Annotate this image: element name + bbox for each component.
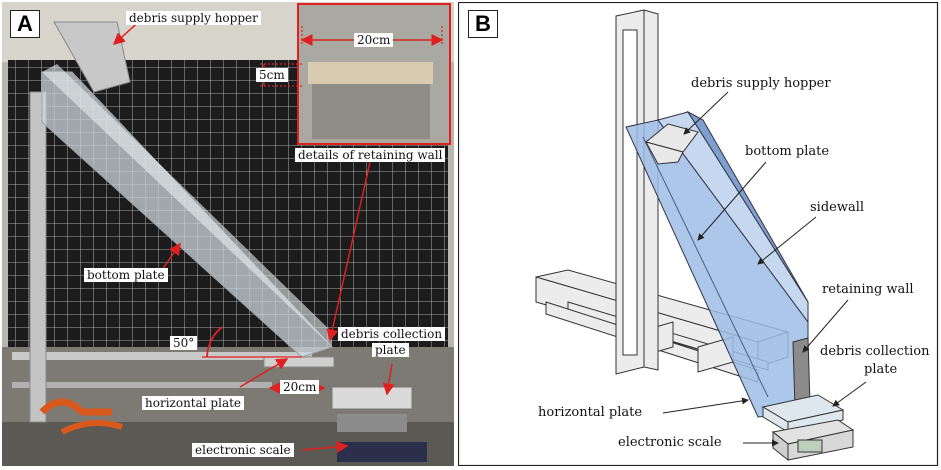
scale-b <box>771 419 855 462</box>
panel-b-letter: B <box>468 10 498 38</box>
label-bottom-plate-b: bottom plate <box>745 144 830 159</box>
panel-b-schematic: B debris supply hopper bottom plate side… <box>458 2 939 466</box>
label-sidewall: sidewall <box>810 200 865 215</box>
label-collection-a-2: plate <box>372 343 409 357</box>
label-scale-a: electronic scale <box>192 443 294 457</box>
hopper <box>53 21 131 93</box>
label-collection-a-1: debris collection <box>338 327 446 341</box>
panel-a-photo: A debris supply hopper 20cm 5cm details … <box>2 2 454 466</box>
vertical-post <box>29 91 47 423</box>
blue-chute <box>625 110 809 418</box>
label-angle: 50° <box>170 336 198 350</box>
scale-photo <box>337 442 427 462</box>
tall-frame <box>615 9 659 375</box>
label-scale-b: electronic scale <box>618 435 722 450</box>
label-width-20cm: 20cm <box>354 33 394 47</box>
label-bottom-plate-a: bottom plate <box>84 268 168 282</box>
label-horizontal-plate-a: horizontal plate <box>142 396 245 410</box>
label-collection-b-2: plate <box>864 362 898 377</box>
label-hopper-b: debris supply hopper <box>691 76 831 91</box>
label-collection-b-1: debris collection <box>820 344 930 359</box>
label-gap-20cm: 20cm <box>280 380 320 394</box>
label-horizontal-plate-b: horizontal plate <box>538 405 643 420</box>
label-retaining-detail: details of retaining wall <box>295 148 446 162</box>
panel-a-letter: A <box>10 10 40 38</box>
panel-a-graphic <box>2 2 454 466</box>
label-hopper-a: debris supply hopper <box>126 11 261 25</box>
label-height-5cm: 5cm <box>256 68 288 82</box>
panel-b-graphic <box>458 2 939 466</box>
collection-tray <box>331 386 413 410</box>
chute <box>41 71 333 358</box>
label-retaining-wall: retaining wall <box>822 282 914 297</box>
